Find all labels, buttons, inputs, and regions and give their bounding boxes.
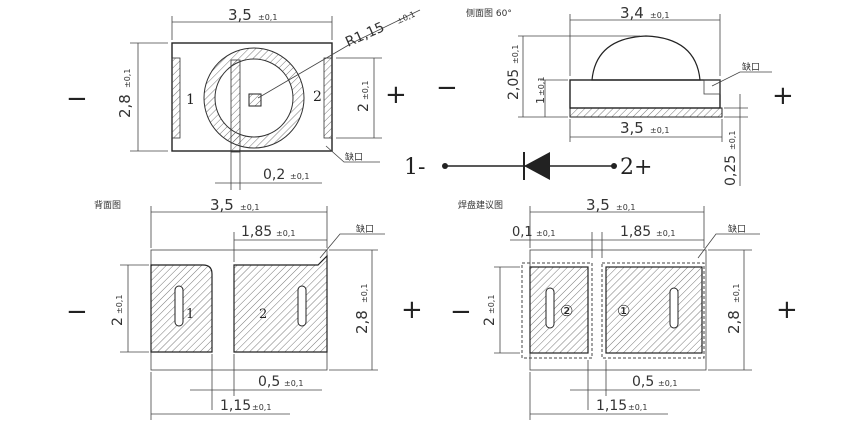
pad-view-title: 焊盘建议图 [458, 199, 503, 211]
diode-right-label: 2+ [620, 155, 652, 180]
pad-b-outer [601, 262, 705, 359]
diode-left-label: 1- [404, 155, 425, 180]
top-width-dim: 3,5 [228, 6, 252, 24]
top-notch-label: 缺口 [345, 151, 363, 163]
pad-pad-h-dim: 2 [482, 317, 498, 326]
back-minus: − [66, 297, 88, 327]
pad-label-a: ② [560, 302, 573, 320]
top-inner-dim: 2 [356, 103, 372, 112]
radius-tol: ±0,1 [395, 10, 416, 26]
side-view: 侧面图 60° 3,4 ±0,1 2,05 ±0,1 1 ±0,1 3,5 ±0… [436, 4, 794, 186]
side-base-tol: ±0,1 [537, 77, 546, 96]
side-body [569, 79, 721, 109]
diode-triangle [524, 152, 550, 180]
pad-width-dim: 3,5 [586, 196, 610, 214]
back-view-title: 背面图 [94, 199, 121, 211]
side-base [569, 107, 723, 118]
top-height-tol: ±0,1 [123, 69, 132, 88]
pad-gap-top-dim: 0,1 [512, 225, 533, 240]
back-gap-tol: ±0,1 [284, 379, 303, 388]
pad-pad-w-tol: ±0,1 [656, 229, 675, 238]
side-height-dim: 2,05 [506, 69, 522, 100]
pad-label-1: 1 [186, 92, 195, 108]
pad-label-2: 2 [313, 89, 322, 105]
side-dome [591, 35, 701, 81]
top-gap-dim: 0,2 [263, 167, 285, 183]
back-pad-1-slot [174, 285, 184, 327]
pad-gap-tol: ±0,1 [658, 379, 677, 388]
pad-minus: − [450, 297, 472, 327]
back-pad-w-dim: 1,85 [241, 224, 272, 240]
pad-small-w-tol: ±0,1 [628, 403, 647, 412]
pad-gap-dim: 0,5 [632, 374, 654, 390]
side-thick-tol: ±0,1 [728, 131, 737, 150]
pad-small-w-dim: 1,15 [596, 398, 627, 414]
lead-left [171, 57, 181, 139]
side-view-title: 侧面图 60° [466, 7, 512, 19]
side-width-dim: 3,5 [620, 119, 644, 137]
back-width-dim: 3,5 [210, 196, 234, 214]
back-width-tol: ±0,1 [240, 203, 259, 212]
pad-a [529, 266, 589, 354]
die-pad-stripe [230, 59, 241, 153]
side-thick-dim: 0,25 [723, 155, 739, 186]
lead-right [323, 57, 333, 139]
pad-b [605, 266, 703, 354]
top-height-dim: 2,8 [116, 94, 134, 118]
pad-view: 焊盘建议图 ② ① 3,5 ±0,1 0,1 ±0,1 1,85 ±0,1 缺口 [450, 196, 798, 420]
back-pad-h-dim: 2 [110, 317, 126, 326]
pad-pad-h-tol: ±0,1 [487, 295, 496, 314]
side-plus: + [772, 81, 794, 111]
side-top-width-tol: ±0,1 [650, 11, 669, 20]
pad-a-slot [545, 287, 555, 329]
pad-b-slot [669, 287, 679, 329]
back-plus: + [401, 295, 423, 325]
top-plus: + [385, 80, 407, 110]
top-gap-tol: ±0,1 [290, 172, 309, 181]
back-pad-w-tol: ±0,1 [276, 229, 295, 238]
back-pad-h-tol: ±0,1 [115, 295, 124, 314]
diode-symbol: 1- 2+ [404, 152, 652, 180]
pad-gap-top-tol: ±0,1 [536, 229, 555, 238]
back-pad-label-2: 2 [259, 307, 267, 322]
back-notch-label: 缺口 [356, 223, 374, 235]
back-small-w-tol: ±0,1 [252, 403, 271, 412]
side-top-width-dim: 3,4 [620, 4, 644, 22]
back-small-w-dim: 1,15 [220, 398, 251, 414]
side-width-tol: ±0,1 [650, 126, 669, 135]
pad-height-dim: 2,8 [725, 310, 743, 334]
led-die [248, 93, 262, 107]
back-gap-dim: 0,5 [258, 374, 280, 390]
pad-label-b: ① [617, 302, 630, 320]
back-pad-2-slot [297, 285, 307, 327]
top-minus: − [66, 84, 88, 114]
pad-height-tol: ±0,1 [732, 284, 741, 303]
back-pad-label-1: 1 [186, 307, 194, 322]
back-view: 背面图 1 2 3,5 ±0,1 1,85 ±0,1 缺口 2 ±0,1 [66, 196, 423, 420]
radius-dim: R1,15 [343, 19, 387, 50]
pad-plus: + [776, 295, 798, 325]
side-height-tol: ±0,1 [511, 45, 520, 64]
pad-notch-label: 缺口 [728, 223, 746, 235]
side-notch-label: 缺口 [742, 61, 760, 73]
side-notch-block [703, 79, 721, 95]
pad-pad-w-dim: 1,85 [620, 224, 651, 240]
side-base-dim: 1 [534, 97, 547, 104]
top-width-tol: ±0,1 [258, 13, 277, 22]
side-minus: − [436, 73, 458, 103]
back-height-dim: 2,8 [353, 310, 371, 334]
top-inner-tol: ±0,1 [361, 81, 370, 100]
back-pad-2 [233, 254, 328, 353]
top-view: 1 2 3,5 ±0,1 2,8 ±0,1 R1,15 ±0,1 2 ±0,1 … [66, 6, 421, 190]
pad-a-outer [521, 262, 593, 359]
pad-width-tol: ±0,1 [616, 203, 635, 212]
back-height-tol: ±0,1 [360, 284, 369, 303]
